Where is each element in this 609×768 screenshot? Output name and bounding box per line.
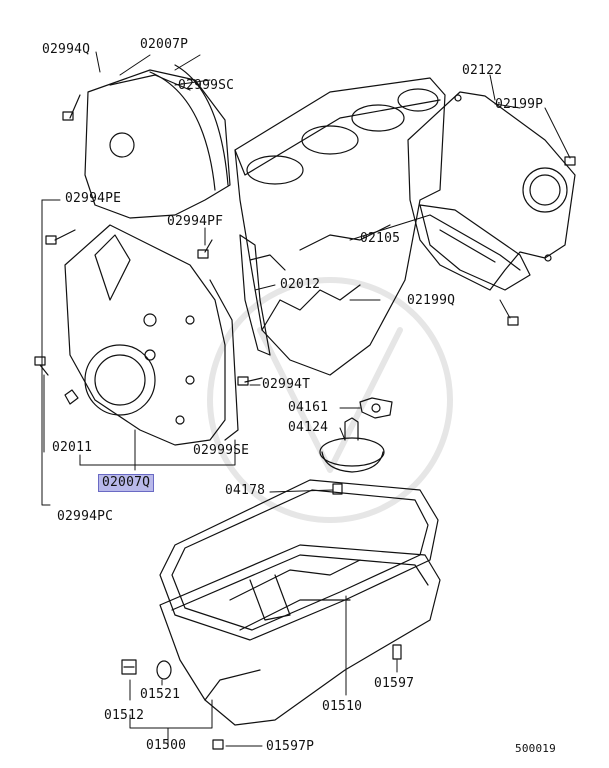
bolt-02994PE [45, 229, 76, 245]
part-label-02122[interactable]: 02122 [462, 63, 503, 78]
part-label-02199Q[interactable]: 02199Q [407, 293, 456, 308]
rear-plate [407, 91, 576, 291]
strainer-gasket [359, 397, 393, 419]
stud-01597 [392, 644, 402, 660]
part-label-02999SC[interactable]: 02999SC [178, 78, 235, 93]
oil-separator [419, 204, 531, 291]
part-label-01512[interactable]: 01512 [104, 708, 145, 723]
part-label-02999SE[interactable]: 02999SE [193, 443, 250, 458]
cylinder-block [234, 77, 446, 376]
part-label-02012[interactable]: 02012 [280, 277, 321, 292]
part-label-01521[interactable]: 01521 [140, 687, 181, 702]
part-label-02994Q[interactable]: 02994Q [42, 42, 91, 57]
washer-02011 [64, 389, 79, 405]
oil-pan [159, 544, 441, 726]
bolt-02994PC [34, 356, 49, 376]
bolt-02994PF [197, 239, 213, 259]
part-label-02994PC[interactable]: 02994PC [57, 509, 114, 524]
stud-01597P [212, 739, 224, 750]
lower-timing-cover [64, 224, 226, 446]
oil-pan-gasket [159, 479, 439, 641]
part-label-04178[interactable]: 04178 [225, 483, 266, 498]
part-label-01597P[interactable]: 01597P [266, 739, 315, 754]
part-label-02007Q-highlighted[interactable]: 02007Q [98, 474, 155, 492]
part-label-02199P[interactable]: 02199P [495, 97, 544, 112]
watermark-logo [207, 277, 453, 523]
leader-lines [41, 51, 571, 747]
part-label-02011[interactable]: 02011 [52, 440, 93, 455]
part-label-02994T[interactable]: 02994T [262, 377, 311, 392]
bolt-02994T [237, 376, 263, 386]
part-label-02105[interactable]: 02105 [360, 231, 401, 246]
part-label-02007P[interactable]: 02007P [140, 37, 189, 52]
cover-gasket-strip-lower [209, 279, 239, 441]
drain-plug [121, 659, 137, 675]
part-label-04161[interactable]: 04161 [288, 400, 329, 415]
drain-plug-gasket [156, 660, 172, 680]
cover-gasket-strip-upper [174, 64, 229, 186]
oil-strainer [319, 417, 385, 473]
part-label-01500[interactable]: 01500 [146, 738, 187, 753]
bolt-02994Q [62, 94, 81, 121]
timing-cover-gasket [239, 234, 271, 356]
part-label-01510[interactable]: 01510 [322, 699, 363, 714]
part-label-01597[interactable]: 01597 [374, 676, 415, 691]
bolt-02199Q [507, 316, 519, 326]
part-label-04124[interactable]: 04124 [288, 420, 329, 435]
part-label-02994PE[interactable]: 02994PE [65, 191, 122, 206]
part-label-02994PF[interactable]: 02994PF [167, 214, 224, 229]
document-number: 500019 [515, 742, 556, 755]
bolt-04178 [332, 483, 343, 495]
